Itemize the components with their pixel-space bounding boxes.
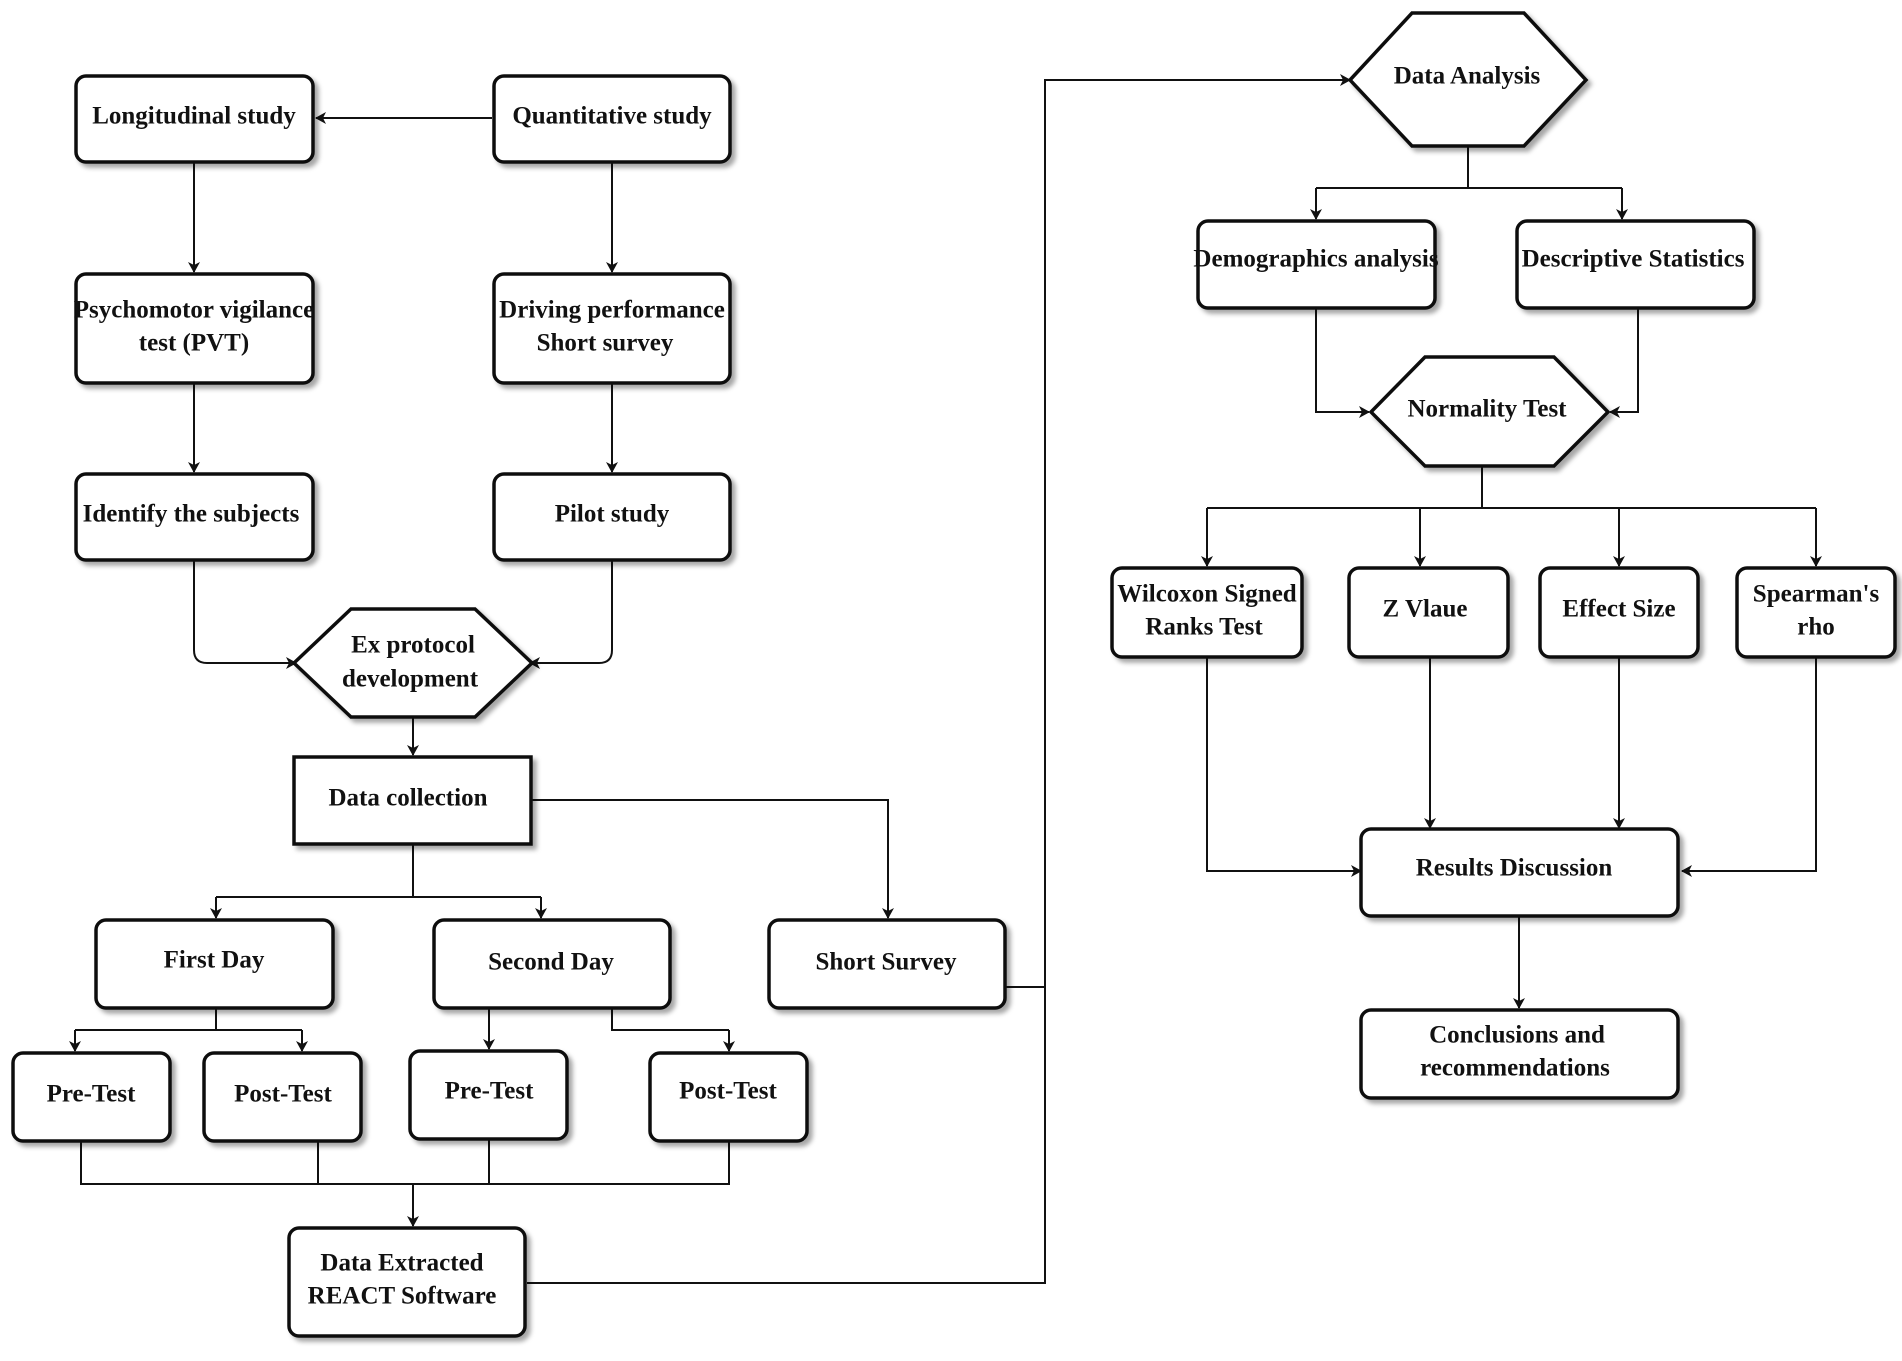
node-data-analysis: Data Analysis <box>1347 11 1589 148</box>
edge-datacollection-split <box>216 845 414 898</box>
edge-dataanalysis-split <box>1316 147 1622 189</box>
node-data-analysis-label: Data Analysis <box>1394 63 1541 90</box>
node-identify-subjects: Identify the subjects <box>74 472 315 562</box>
node-first-day: First Day <box>94 918 335 1010</box>
node-wilcoxon: Wilcoxon Signed Ranks Test <box>1110 566 1304 659</box>
node-normality-test: Normality Test <box>1368 355 1611 468</box>
node-spearman-label-1: Spearman's <box>1753 581 1880 608</box>
node-data-collection-label: Data collection <box>329 785 488 812</box>
node-longitudinal-label: Longitudinal study <box>92 103 296 130</box>
node-descriptive-label: Descriptive Statistics <box>1522 246 1745 273</box>
node-data-collection: Data collection <box>292 755 533 846</box>
node-ex-protocol-label-2: development <box>342 666 479 693</box>
node-post-test-1-label: Post-Test <box>234 1081 332 1108</box>
node-second-day: Second Day <box>432 918 672 1010</box>
edge-firstday-split <box>75 1009 217 1031</box>
edge-identify-to-exprotocol <box>193 561 297 669</box>
node-z-value: Z Vlaue <box>1347 566 1510 659</box>
node-spearman-label-2: rho <box>1797 614 1835 641</box>
node-wilcoxon-label-1: Wilcoxon Signed <box>1117 581 1297 608</box>
node-pre-test-1-label: Pre-Test <box>47 1081 137 1108</box>
edge-tests-merge <box>80 1139 730 1185</box>
node-short-survey-label: Short Survey <box>816 949 957 976</box>
node-data-extracted-label-2: REACT Software <box>308 1283 497 1310</box>
node-effect-size: Effect Size <box>1538 566 1700 659</box>
node-conclusions: Conclusions and recommendations <box>1359 1008 1680 1100</box>
node-pre-test-1: Pre-Test <box>11 1051 172 1143</box>
node-conclusions-label-1: Conclusions and <box>1429 1022 1605 1049</box>
node-pre-test-2-label: Pre-Test <box>445 1078 535 1105</box>
node-identify-label: Identify the subjects <box>83 501 300 528</box>
node-ex-protocol-label-1: Ex protocol <box>351 632 475 659</box>
node-short-survey: Short Survey <box>767 918 1007 1010</box>
edge-wilcoxon-to-results <box>1206 658 1362 877</box>
node-z-value-label: Z Vlaue <box>1383 596 1468 623</box>
node-quantitative-label: Quantitative study <box>512 103 712 130</box>
edge-normality-split <box>1207 467 1816 509</box>
node-results-label: Results Discussion <box>1416 855 1613 882</box>
edge-secondday-to-posttest-2-h <box>611 1009 729 1031</box>
node-pvt-label-1: Psychomotor vigilance <box>74 297 314 324</box>
node-pre-test-2: Pre-Test <box>408 1049 569 1141</box>
node-demographics-label: Demographics analysis <box>1193 246 1438 273</box>
edge-pilot-to-exprotocol <box>529 561 613 669</box>
node-driving-label-2: Short survey <box>537 330 674 357</box>
node-wilcoxon-label-2: Ranks Test <box>1145 614 1263 641</box>
node-data-extracted-label-1: Data Extracted <box>320 1250 483 1277</box>
node-post-test-1: Post-Test <box>202 1051 363 1143</box>
node-results-discussion: Results Discussion <box>1359 827 1680 918</box>
edge-descriptive-to-normality <box>1609 309 1639 418</box>
node-pilot-study: Pilot study <box>492 472 732 562</box>
node-ex-protocol: Ex protocol development <box>291 607 535 719</box>
connectors <box>69 74 1822 1284</box>
node-pilot-label: Pilot study <box>555 501 670 528</box>
node-data-extracted: Data Extracted REACT Software <box>287 1226 527 1338</box>
node-driving-label-1: Driving performance <box>499 297 725 324</box>
edge-spearman-to-results <box>1681 658 1817 877</box>
edge-datacollection-to-shortsurvey <box>531 799 894 919</box>
node-demographics-analysis: Demographics analysis <box>1193 219 1439 310</box>
node-spearman: Spearman's rho <box>1735 566 1897 659</box>
node-pvt: Psychomotor vigilance test (PVT) <box>74 272 315 385</box>
node-first-day-label: First Day <box>164 947 265 974</box>
node-effect-size-label: Effect Size <box>1562 596 1675 623</box>
edge-bus-to-dataanalysis <box>527 74 1351 1284</box>
node-conclusions-label-2: recommendations <box>1420 1055 1610 1082</box>
node-quantitative-study: Quantitative study <box>492 74 732 164</box>
node-pvt-label-2: test (PVT) <box>139 330 249 357</box>
node-driving-performance: Driving performance Short survey <box>492 272 732 385</box>
node-normality-label: Normality Test <box>1407 396 1567 423</box>
edge-demographics-to-normality <box>1315 309 1370 418</box>
node-longitudinal-study: Longitudinal study <box>74 74 315 164</box>
node-second-day-label: Second Day <box>488 949 614 976</box>
node-post-test-2: Post-Test <box>648 1051 809 1143</box>
node-descriptive-statistics: Descriptive Statistics <box>1515 219 1756 310</box>
node-post-test-2-label: Post-Test <box>679 1078 777 1105</box>
